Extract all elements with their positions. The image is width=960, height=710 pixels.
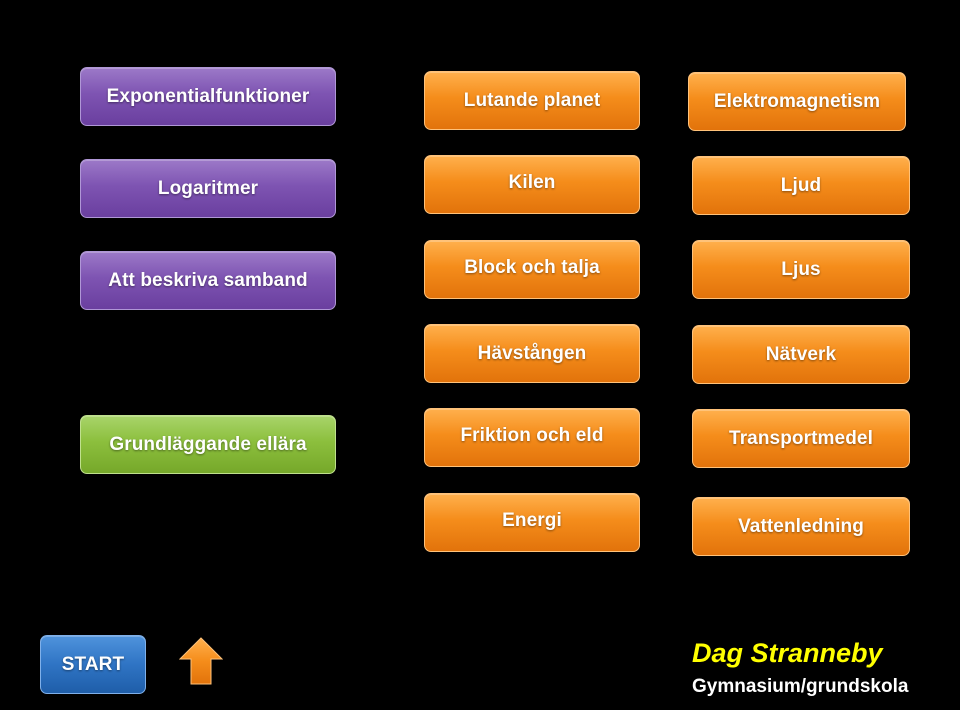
button-label: Transportmedel <box>729 427 873 449</box>
ljud-button[interactable]: Ljud <box>692 156 910 215</box>
button-label: Vattenledning <box>738 515 864 537</box>
vattenledning-button[interactable]: Vattenledning <box>692 497 910 556</box>
kilen-button[interactable]: Kilen <box>424 155 640 214</box>
up-arrow-icon[interactable] <box>179 637 223 685</box>
button-label: Att beskriva samband <box>108 269 308 291</box>
button-label: Hävstången <box>477 342 587 364</box>
button-label: Exponentialfunktioner <box>106 85 310 107</box>
exponentialfunktioner-button[interactable]: Exponentialfunktioner <box>80 67 336 126</box>
ljus-button[interactable]: Ljus <box>692 240 910 299</box>
button-label: Logaritmer <box>157 177 259 199</box>
button-label: Grundläggande ellära <box>109 433 307 455</box>
elektromagnetism-button[interactable]: Elektromagnetism <box>688 72 906 131</box>
natverk-button[interactable]: Nätverk <box>692 325 910 384</box>
button-label: Ljud <box>780 174 822 196</box>
block-och-talja-button[interactable]: Block och talja <box>424 240 640 299</box>
button-label: Lutande planet <box>463 89 601 111</box>
logaritmer-button[interactable]: Logaritmer <box>80 159 336 218</box>
button-label: Energi <box>502 509 562 531</box>
lutande-planet-button[interactable]: Lutande planet <box>424 71 640 130</box>
button-label: Friktion och eld <box>460 424 604 446</box>
energi-button[interactable]: Energi <box>424 493 640 552</box>
friktion-och-eld-button[interactable]: Friktion och eld <box>424 408 640 467</box>
button-label: START <box>61 653 125 675</box>
button-label: Elektromagnetism <box>713 90 881 112</box>
author-name: Dag Stranneby <box>692 638 883 668</box>
start-button[interactable]: START <box>40 635 146 694</box>
audience-subtitle: Gymnasium/grundskola <box>692 676 909 697</box>
att-beskriva-samband-button[interactable]: Att beskriva samband <box>80 251 336 310</box>
grundlaggande-ellara-button[interactable]: Grundläggande ellära <box>80 415 336 474</box>
transportmedel-button[interactable]: Transportmedel <box>692 409 910 468</box>
button-label: Block och talja <box>464 256 600 278</box>
button-label: Kilen <box>508 171 556 193</box>
button-label: Ljus <box>781 258 821 280</box>
button-label: Nätverk <box>765 343 837 365</box>
havstangen-button[interactable]: Hävstången <box>424 324 640 383</box>
